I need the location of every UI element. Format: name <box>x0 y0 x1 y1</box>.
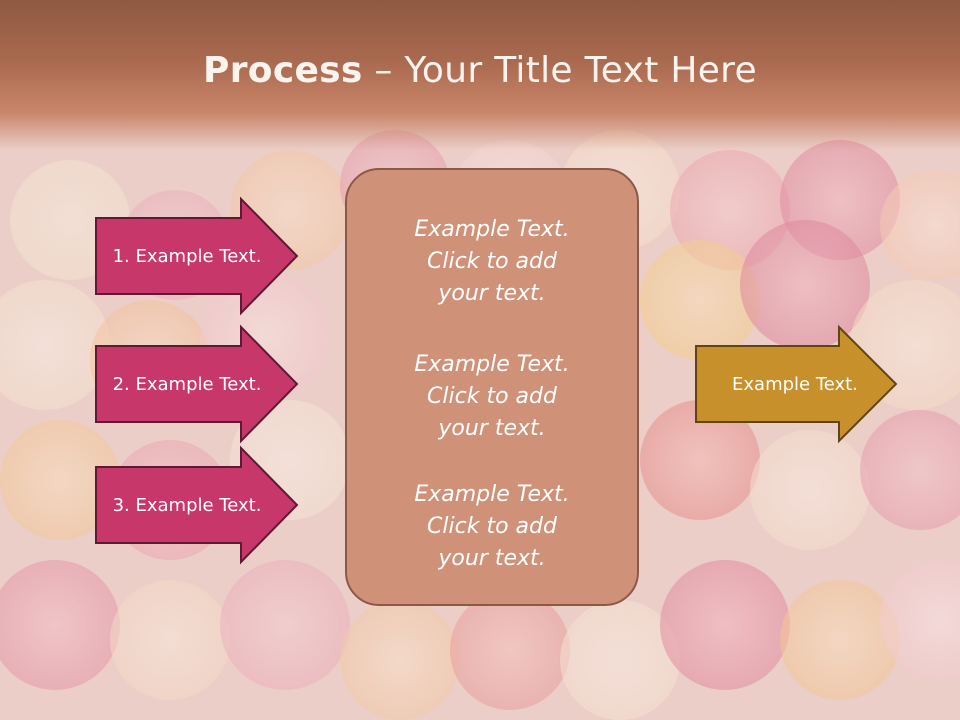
text-block-2-line3: your text. <box>438 416 546 441</box>
text-block-1-line1: Example Text. <box>414 217 570 242</box>
text-block-2: Example Text. Click to add your text. <box>347 349 637 445</box>
step-arrow-1[interactable]: 1. Example Text. <box>95 196 299 316</box>
step-arrow-2-label: 2. Example Text. <box>112 373 262 395</box>
result-arrow[interactable]: Example Text. <box>695 324 899 444</box>
text-block-3-line2: Click to add <box>427 514 557 539</box>
title-rest: – Your Title Text Here <box>362 50 757 91</box>
center-text-box[interactable]: Example Text. Click to add your text. Ex… <box>345 168 639 606</box>
step-arrow-2[interactable]: 2. Example Text. <box>95 324 299 444</box>
step-arrow-3-shape <box>95 445 299 565</box>
slide-title: Process – Your Title Text Here <box>0 50 960 91</box>
step-arrow-3-label: 3. Example Text. <box>112 494 262 516</box>
step-arrow-1-label: 1. Example Text. <box>112 245 262 267</box>
text-block-3-line1: Example Text. <box>414 482 570 507</box>
step-arrow-3[interactable]: 3. Example Text. <box>95 445 299 565</box>
text-block-3-line3: your text. <box>438 546 546 571</box>
step-arrow-1-shape <box>95 196 299 316</box>
text-block-3: Example Text. Click to add your text. <box>347 479 637 575</box>
text-block-1: Example Text. Click to add your text. <box>347 214 637 310</box>
text-block-2-line2: Click to add <box>427 384 557 409</box>
text-block-1-line2: Click to add <box>427 249 557 274</box>
text-block-1-line3: your text. <box>438 281 546 306</box>
step-arrow-2-shape <box>95 324 299 444</box>
result-arrow-label: Example Text. <box>732 373 858 395</box>
text-block-2-line1: Example Text. <box>414 352 570 377</box>
result-arrow-shape <box>695 324 898 444</box>
title-bold: Process <box>203 50 363 91</box>
title-band <box>0 0 960 150</box>
